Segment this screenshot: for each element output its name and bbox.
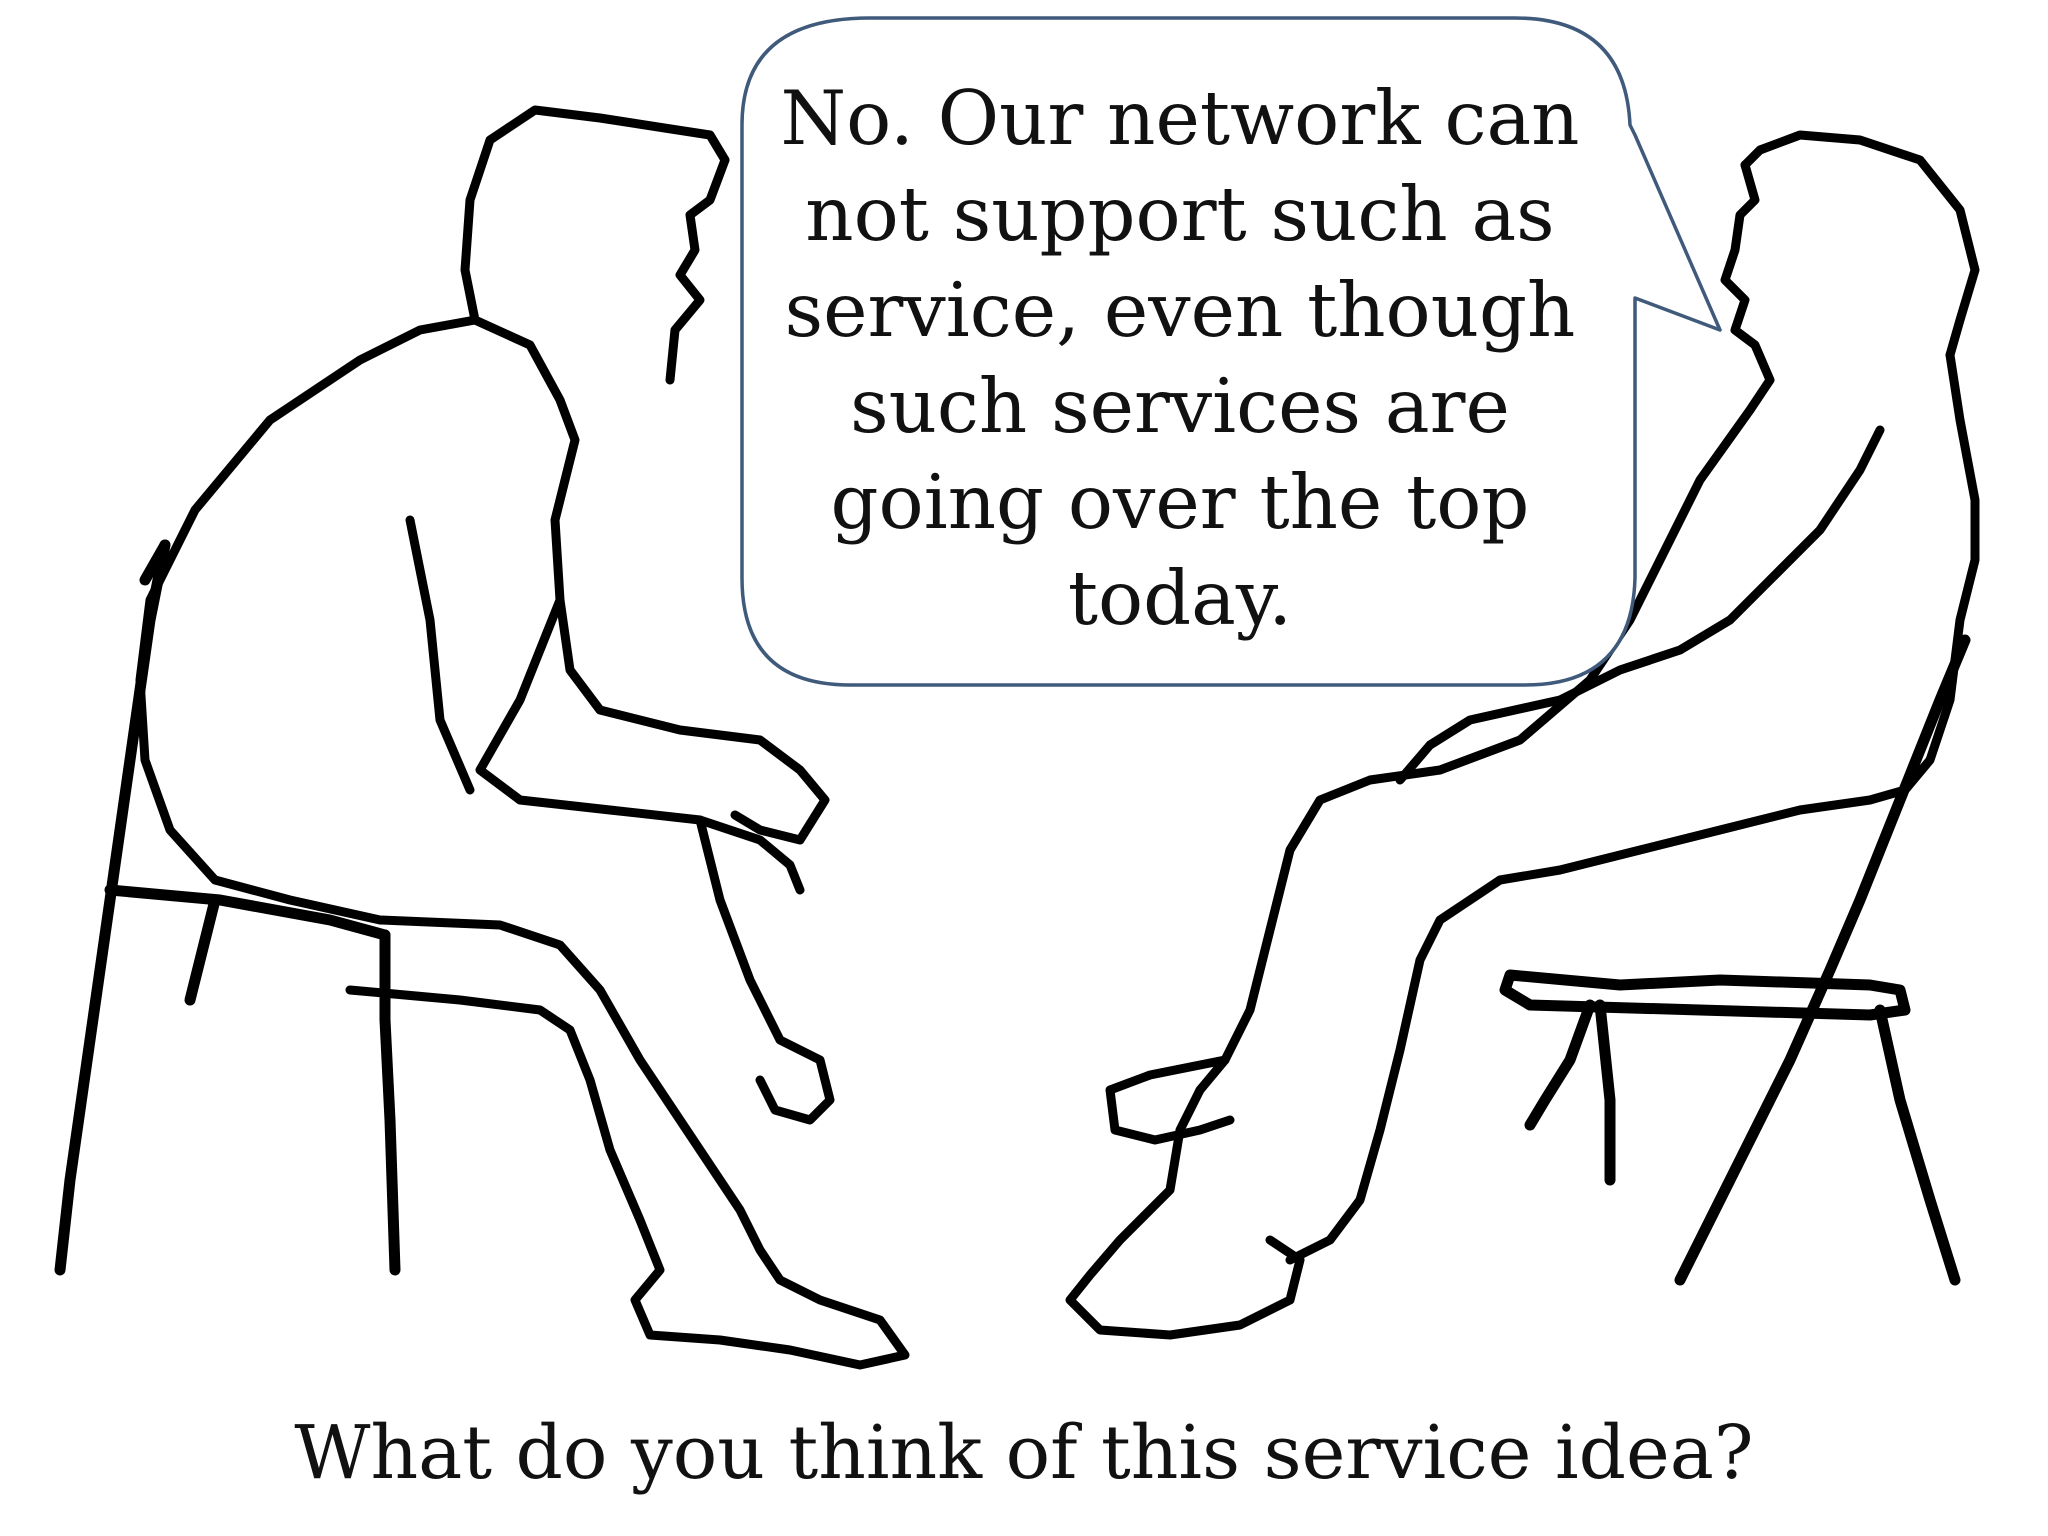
right-person-figure (1065, 130, 1980, 1340)
speech-bubble (740, 16, 1722, 687)
left-person-figure (135, 105, 910, 1370)
right-chair (1499, 634, 1971, 1286)
speech-bubble-text: No. Our network can not support such as … (780, 74, 1580, 642)
left-chair (54, 539, 401, 1276)
cartoon-caption: What do you think of this service idea? (294, 1410, 1754, 1496)
